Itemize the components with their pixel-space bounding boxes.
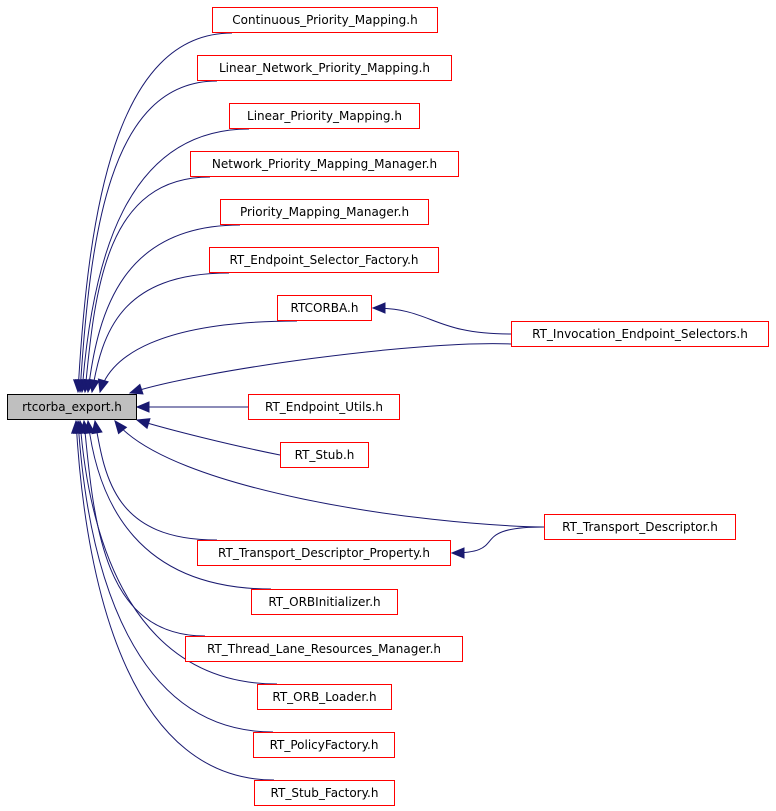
node-orb-loader[interactable]: RT_ORB_Loader.h bbox=[257, 684, 392, 710]
edge-thread_lane-to-root bbox=[83, 420, 206, 637]
edge-arrowhead bbox=[70, 419, 83, 434]
node-label: RT_Endpoint_Selector_Factory.h bbox=[229, 253, 419, 267]
edge-transport_descriptor-to-transport_descriptor_property bbox=[451, 526, 545, 554]
node-label: Priority_Mapping_Manager.h bbox=[239, 205, 410, 219]
node-label: Continuous_Priority_Mapping.h bbox=[232, 13, 418, 27]
node-invocation-selectors[interactable]: RT_Invocation_Endpoint_Selectors.h bbox=[511, 321, 769, 347]
edge-arrowhead bbox=[114, 419, 128, 435]
edge-transport_descriptor_property-to-root bbox=[94, 420, 218, 541]
node-label: RTCORBA.h bbox=[290, 301, 359, 315]
node-linear[interactable]: Linear_Priority_Mapping.h bbox=[229, 103, 420, 129]
edge-arrowhead bbox=[135, 418, 151, 430]
node-orb-initializer[interactable]: RT_ORBInitializer.h bbox=[251, 589, 398, 615]
edge-policy_factory-to-root bbox=[77, 420, 274, 733]
edge-orb_loader-to-root bbox=[79, 420, 278, 685]
node-label: rtcorba_export.h bbox=[22, 400, 122, 414]
edge-endpoint_selector_factory-to-root bbox=[91, 272, 230, 393]
node-root: rtcorba_export.h bbox=[7, 394, 137, 420]
node-transport-descriptor[interactable]: RT_Transport_Descriptor.h bbox=[544, 514, 736, 540]
node-label: RT_Invocation_Endpoint_Selectors.h bbox=[532, 327, 748, 341]
node-label: RT_Transport_Descriptor.h bbox=[562, 520, 718, 534]
node-transport-descriptor-property[interactable]: RT_Transport_Descriptor_Property.h bbox=[197, 540, 451, 566]
node-label: Linear_Network_Priority_Mapping.h bbox=[218, 61, 431, 75]
node-policy-factory[interactable]: RT_PolicyFactory.h bbox=[253, 732, 395, 758]
edge-linear_network-to-root bbox=[79, 80, 218, 393]
node-label: RT_ORB_Loader.h bbox=[272, 690, 377, 704]
edge-arrowhead bbox=[128, 383, 144, 395]
node-rtcorba[interactable]: RTCORBA.h bbox=[277, 295, 372, 321]
node-stub[interactable]: RT_Stub.h bbox=[280, 442, 369, 468]
node-stub-factory[interactable]: RT_Stub_Factory.h bbox=[254, 780, 395, 806]
edge-invocation_selectors-to-root bbox=[129, 343, 512, 394]
edge-linear-to-root bbox=[81, 128, 250, 393]
edge-priority_manager-to-root bbox=[87, 224, 241, 393]
edge-stub_factory-to-root bbox=[75, 420, 275, 781]
node-endpoint-selector-factory[interactable]: RT_Endpoint_Selector_Factory.h bbox=[209, 247, 439, 273]
edge-arrowhead bbox=[450, 547, 465, 559]
edge-arrowhead bbox=[371, 302, 386, 314]
node-continuous[interactable]: Continuous_Priority_Mapping.h bbox=[212, 7, 438, 33]
node-network-manager[interactable]: Network_Priority_Mapping_Manager.h bbox=[190, 151, 459, 177]
node-label: Network_Priority_Mapping_Manager.h bbox=[211, 157, 438, 171]
edge-arrowhead bbox=[88, 378, 100, 394]
edge-arrowhead bbox=[91, 419, 103, 435]
edge-orb_initializer-to-root bbox=[87, 420, 272, 590]
edge-invocation_selectors-to-rtcorba bbox=[372, 307, 512, 335]
node-endpoint-utils[interactable]: RT_Endpoint_Utils.h bbox=[248, 394, 400, 420]
node-label: Linear_Priority_Mapping.h bbox=[247, 109, 402, 123]
edge-continuous-to-root bbox=[77, 32, 233, 393]
node-linear-network[interactable]: Linear_Network_Priority_Mapping.h bbox=[197, 55, 452, 81]
node-label: RT_Stub.h bbox=[294, 448, 355, 462]
edge-stub-to-root bbox=[136, 419, 281, 456]
edge-transport_descriptor-to-root bbox=[114, 420, 545, 528]
edge-arrowhead bbox=[97, 378, 109, 394]
node-label: RT_ORBInitializer.h bbox=[268, 595, 381, 609]
edge-arrowhead bbox=[135, 401, 150, 413]
node-label: RT_Transport_Descriptor_Property.h bbox=[218, 546, 430, 560]
edge-rtcorba-to-root bbox=[99, 320, 298, 393]
node-label: RT_Stub_Factory.h bbox=[270, 786, 379, 800]
edge-network_manager-to-root bbox=[84, 176, 211, 393]
node-label: RT_Endpoint_Utils.h bbox=[264, 400, 384, 414]
node-label: RT_Thread_Lane_Resources_Manager.h bbox=[207, 642, 441, 656]
node-thread-lane[interactable]: RT_Thread_Lane_Resources_Manager.h bbox=[185, 636, 463, 662]
node-priority-manager[interactable]: Priority_Mapping_Manager.h bbox=[220, 199, 429, 225]
node-label: RT_PolicyFactory.h bbox=[269, 738, 379, 752]
